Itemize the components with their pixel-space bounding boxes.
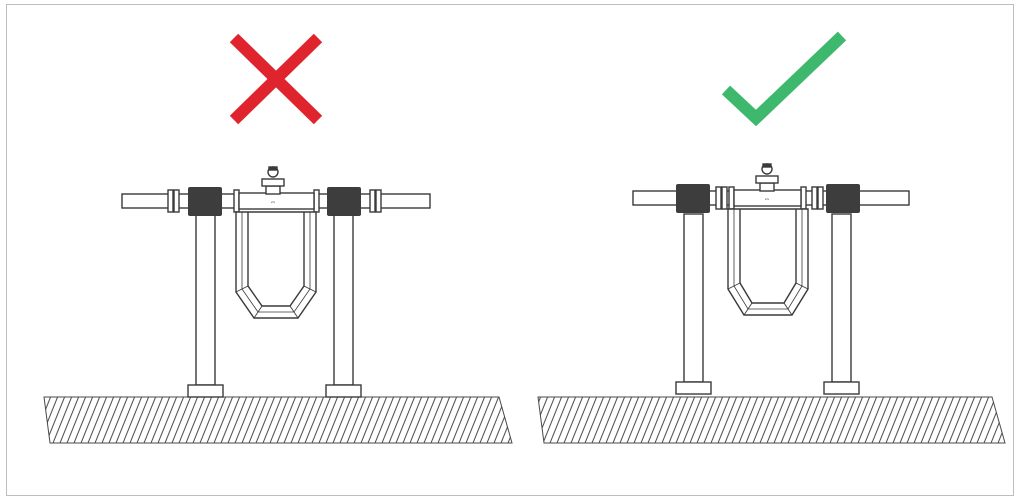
- svg-text:⇔: ⇔: [764, 196, 771, 203]
- panel-correct: ⇔: [537, 31, 1006, 444]
- cross-icon: [229, 33, 323, 125]
- ground-hatching: [537, 396, 1006, 444]
- svg-text:⇔: ⇔: [270, 199, 277, 206]
- pipe-clamp-right: [826, 184, 860, 213]
- pipe-clamp-left: [188, 187, 222, 216]
- pipe-clamp-right: [327, 187, 361, 216]
- pipe-support-left: [675, 213, 712, 395]
- pipe-clamp-left: [676, 184, 710, 213]
- coriolis-flowmeter: ⇔: [235, 166, 317, 319]
- check-icon: [721, 31, 847, 127]
- pipe-support-right: [325, 214, 362, 398]
- pipe-support-right: [823, 213, 860, 395]
- coriolis-flowmeter: ⇔: [727, 163, 809, 316]
- panel-incorrect: ⇔: [43, 33, 513, 444]
- ground-hatching: [43, 396, 513, 444]
- pipe-support-left: [187, 214, 224, 398]
